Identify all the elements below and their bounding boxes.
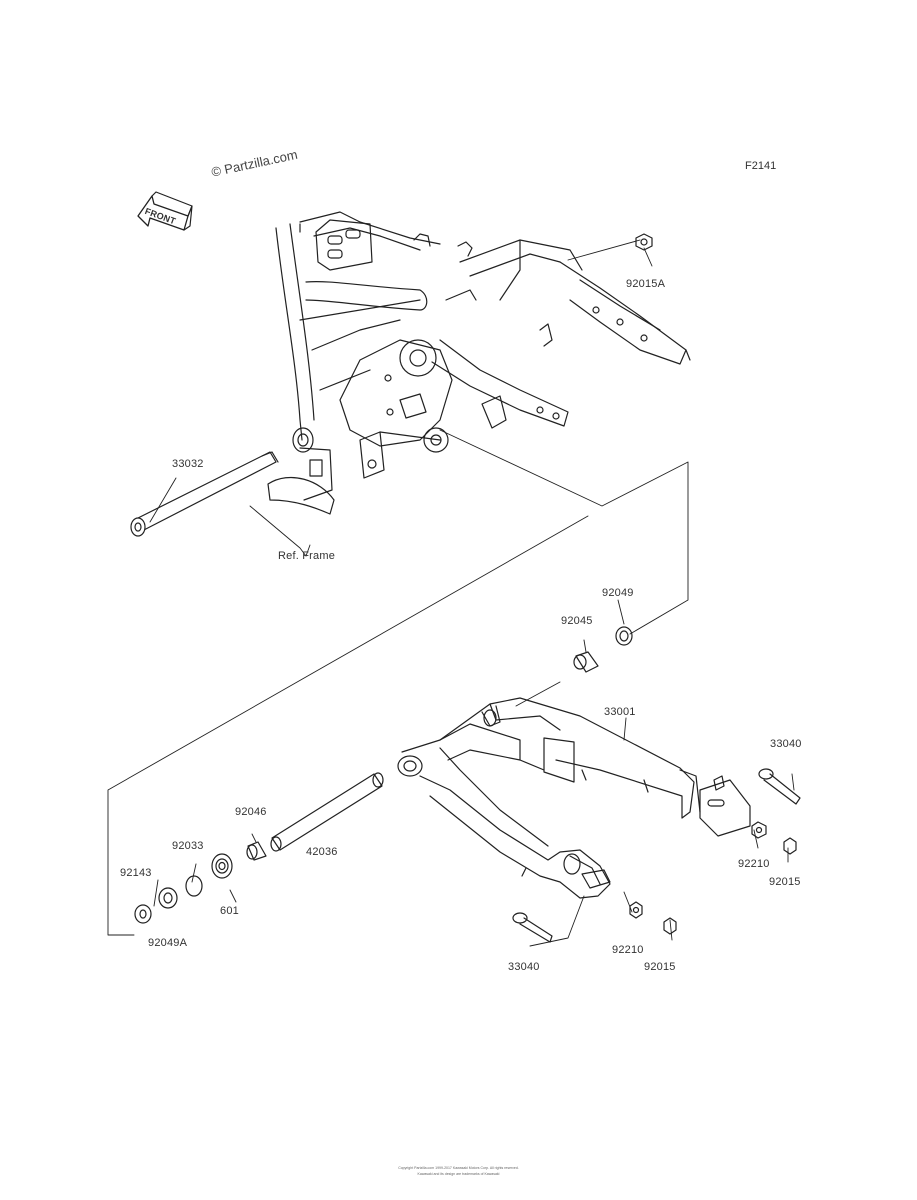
leader-lines <box>107 239 795 947</box>
sleeve-42036 <box>270 772 384 852</box>
collar-92045 <box>573 651 599 673</box>
callout-92015A[interactable]: 92015A <box>626 278 666 290</box>
frame-ref-label: Ref. Frame <box>278 550 336 562</box>
diagram-code: F2141 <box>745 160 777 172</box>
bearing-601 <box>211 853 233 879</box>
nut-92015-bottom <box>663 917 677 935</box>
seal-92049 <box>615 626 633 646</box>
nut-92015-right <box>783 837 797 855</box>
callout-92049[interactable]: 92049 <box>602 587 634 599</box>
callout-33032[interactable]: 33032 <box>172 458 204 470</box>
front-arrow-icon <box>137 191 193 231</box>
nut-92015A <box>635 233 653 251</box>
cap-92143 <box>134 904 152 924</box>
callout-92049A[interactable]: 92049A <box>148 937 188 949</box>
chain-adjuster-33040-bottom <box>512 912 553 943</box>
chain-adjuster-33040-right <box>699 768 801 837</box>
callout-92046[interactable]: 92046 <box>235 806 267 818</box>
callout-92033[interactable]: 92033 <box>172 840 204 852</box>
collar-92046 <box>246 841 267 861</box>
callout-42036[interactable]: 42036 <box>306 846 338 858</box>
callout-92045[interactable]: 92045 <box>561 615 593 627</box>
callout-33040-bottom[interactable]: 33040 <box>508 961 540 973</box>
nut-92210-right <box>751 821 767 839</box>
callout-92015-right[interactable]: 92015 <box>769 876 801 888</box>
nut-92210-bottom <box>629 901 643 919</box>
pivot-shaft-33032 <box>130 451 279 537</box>
footer-copyright: Copyright Partzilla.com 1999-2017 Kawasa… <box>398 1166 519 1170</box>
swingarm-33001 <box>397 697 701 899</box>
callout-92015-bottom[interactable]: 92015 <box>644 961 676 973</box>
seal-92049A <box>158 887 178 909</box>
callout-92143[interactable]: 92143 <box>120 867 152 879</box>
frame-assembly <box>267 211 691 515</box>
callout-33001[interactable]: 33001 <box>604 706 636 718</box>
footer-trademark: Kawasaki and its design are trademarks o… <box>417 1172 500 1176</box>
callout-92210-right[interactable]: 92210 <box>738 858 770 870</box>
callout-33040-right[interactable]: 33040 <box>770 738 802 750</box>
circlip-92033 <box>185 875 203 897</box>
callout-92210-bottom[interactable]: 92210 <box>612 944 644 956</box>
callout-601[interactable]: 601 <box>220 905 239 917</box>
